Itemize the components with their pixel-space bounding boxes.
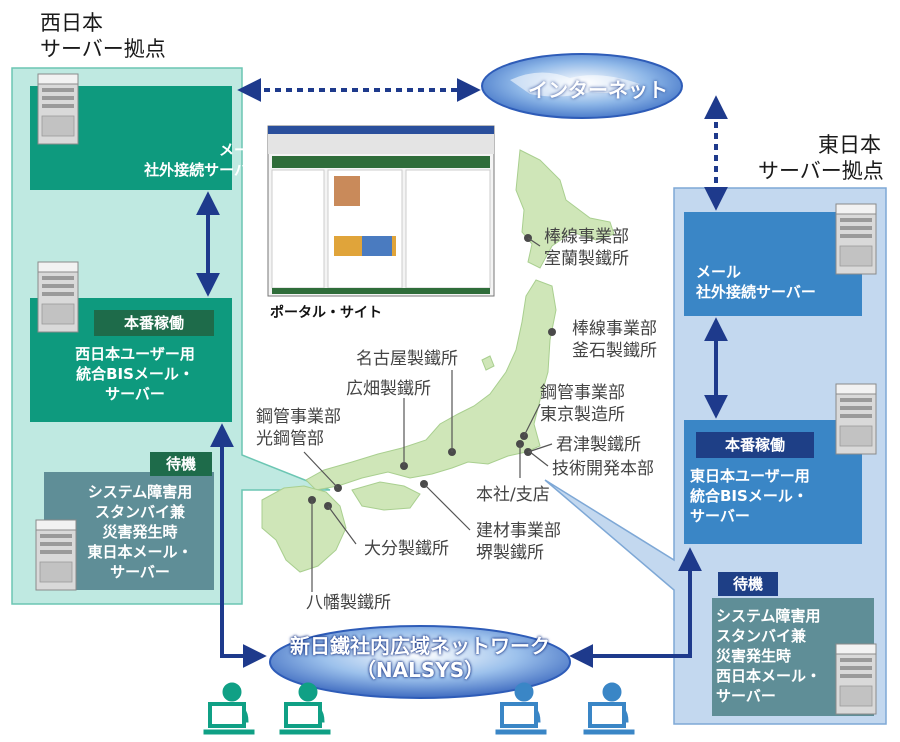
east-standby-server-label: システム障害用 スタンバイ兼 災害発生時 西日本メール・ サーバー	[716, 606, 844, 706]
east-standby-badge: 待機	[732, 575, 763, 593]
east-standby-nalsys-link	[569, 547, 702, 668]
east-production-badge-bg	[696, 432, 814, 458]
label-kamaishi: 棒線事業部 釜石製鐵所	[572, 318, 657, 362]
label-oita: 大分製鐵所	[364, 539, 449, 559]
west-standby-line2: スタンバイ兼	[94, 503, 185, 521]
east-standby-line4: 西日本メール・	[716, 667, 822, 685]
map-sado	[481, 355, 495, 371]
label-hirohata: 広畑製鐵所	[346, 379, 431, 399]
label-sakai-line2: 堺製鐵所	[476, 543, 544, 563]
west-production-line1: 西日本ユーザー用	[75, 345, 195, 363]
nalsys-line2: （NALSYS）	[355, 658, 485, 682]
east-standby-badge-bg	[718, 572, 778, 596]
west-production-line2: 統合BISメール・	[76, 365, 194, 383]
label-tokyo-line2: 東京製造所	[540, 405, 625, 425]
east-mail-server-label: メール 社外接続サーバー	[696, 262, 816, 302]
marker-kamaishi	[548, 328, 556, 336]
label-yawata: 八幡製鐵所	[306, 593, 391, 613]
west-production-server-label: 西日本ユーザー用 統合BISメール・ サーバー	[60, 344, 210, 404]
leader-sakai	[423, 483, 471, 531]
west-standby-line5: サーバー	[110, 563, 170, 581]
map-kyushu	[261, 485, 347, 573]
leader-muroran	[527, 237, 541, 247]
leader-gijutsu	[529, 451, 549, 467]
leader-hikari	[303, 451, 339, 489]
leader-oita	[327, 505, 357, 545]
east-standby-line1: システム障害用	[716, 607, 821, 625]
label-nagoya: 名古屋製鐵所	[356, 349, 458, 369]
label-kamaishi-line2: 釜石製鐵所	[572, 341, 657, 361]
west-standby-server-label: システム障害用 スタンバイ兼 災害発生時 東日本メール・ サーバー	[70, 482, 210, 582]
west-standby-badge-bg	[150, 452, 212, 476]
nalsys-label: 新日鐵社内広域ネットワーク （NALSYS）	[280, 634, 560, 682]
label-tokyo-line1: 鋼管事業部	[540, 383, 625, 403]
label-honsha: 本社/支店	[476, 485, 550, 505]
label-sakai-line1: 建材事業部	[476, 521, 561, 541]
label-muroran: 棒線事業部 室蘭製鐵所	[544, 226, 629, 270]
map-shikoku	[351, 481, 421, 511]
portal-site-caption: ポータル・サイト	[270, 305, 382, 321]
nalsys-line1: 新日鐵社内広域ネットワーク	[290, 634, 550, 658]
east-site-title-line1: 東日本	[818, 133, 881, 157]
west-standby-line3: 災害発生時	[102, 523, 178, 541]
west-production-server-icon	[37, 261, 79, 333]
label-kamaishi-line1: 棒線事業部	[572, 319, 657, 339]
east-production-line1: 東日本ユーザー用	[690, 467, 810, 485]
west-site-title-line1: 西日本	[40, 11, 103, 35]
map-hokkaido	[515, 149, 615, 269]
east-production-server-label: 東日本ユーザー用 統合BISメール・ サーバー	[690, 466, 840, 526]
label-hikari: 鋼管事業部 光鋼管部	[256, 406, 341, 450]
label-gijutsu: 技術開発本部	[552, 459, 654, 479]
west-standby-line4: 東日本メール・	[87, 543, 193, 561]
west-production-nalsys-link	[210, 423, 267, 668]
label-muroran-line1: 棒線事業部	[544, 227, 629, 247]
map-honshu	[305, 279, 557, 491]
east-production-server-icon	[835, 383, 877, 455]
west-mail-server-icon	[37, 73, 79, 145]
west-production-line3: サーバー	[105, 385, 165, 403]
internet-globe-land	[510, 72, 640, 97]
east-user-pc-icon-2	[582, 681, 636, 736]
west-production-badge: 本番稼働	[123, 314, 184, 332]
label-kimitsu: 君津製鐵所	[556, 435, 641, 455]
leader-tokyo	[523, 403, 541, 437]
west-mail-server-label: メール 社外接続サーバー	[84, 140, 264, 180]
label-muroran-line2: 室蘭製鐵所	[544, 249, 629, 269]
west-mail-server-line2: 社外接続サーバー	[144, 161, 264, 179]
east-standby-line2: スタンバイ兼	[716, 627, 807, 645]
internet-label: インターネット	[528, 78, 668, 102]
east-standby-line5: サーバー	[716, 687, 776, 705]
east-production-line2: 統合BISメール・	[690, 487, 808, 505]
west-standby-line1: システム障害用	[87, 483, 193, 501]
east-mail-server-line2: 社外接続サーバー	[696, 283, 816, 301]
west-production-badge-bg	[94, 310, 214, 336]
label-sakai: 建材事業部 堺製鐵所	[476, 520, 561, 564]
east-production-line3: サーバー	[690, 507, 750, 525]
east-mail-server-icon	[835, 203, 877, 275]
leader-kimitsu	[527, 443, 553, 453]
west-mail-server-line1: メール	[218, 141, 264, 159]
portal-site-thumbnail	[267, 125, 495, 297]
east-mail-server-box	[684, 212, 862, 316]
west-user-pc-icon-2	[278, 681, 332, 736]
label-hikari-line1: 鋼管事業部	[256, 407, 341, 427]
east-site-title-line2: サーバー拠点	[758, 159, 884, 183]
west-site-title-line2: サーバー拠点	[40, 37, 166, 61]
east-mail-server-line1: メール	[696, 263, 742, 281]
west-user-pc-icon-1	[202, 681, 256, 736]
east-production-badge: 本番稼働	[724, 436, 785, 454]
label-tokyo: 鋼管事業部 東京製造所	[540, 382, 625, 426]
label-hikari-line2: 光鋼管部	[256, 429, 324, 449]
east-standby-line3: 災害発生時	[716, 647, 792, 665]
west-standby-badge: 待機	[165, 455, 196, 473]
